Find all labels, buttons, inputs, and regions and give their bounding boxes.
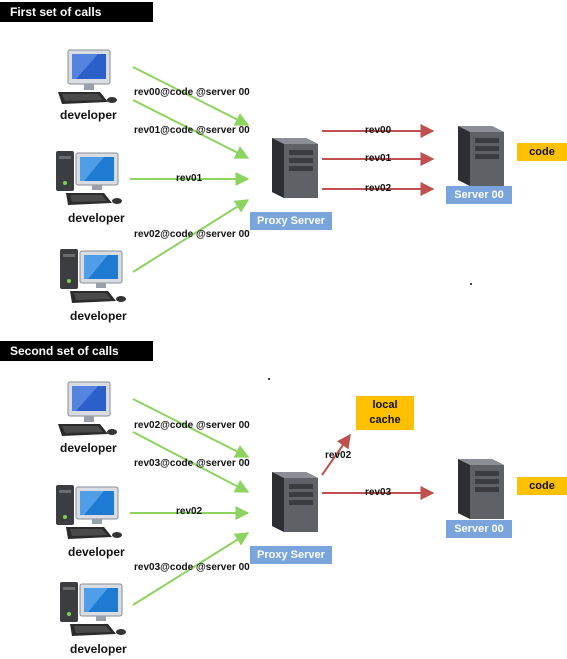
forward-label: rev01 (365, 153, 392, 164)
developer-computer-icon (60, 582, 126, 636)
stray-dot (470, 283, 472, 285)
call-arrow (132, 199, 250, 273)
developer-label: developer (70, 309, 127, 323)
call-arrow (132, 99, 250, 159)
developer-label: developer (60, 108, 117, 122)
code-label: code (517, 477, 567, 495)
server-icon (458, 459, 504, 519)
server-label: Server 00 (446, 186, 512, 204)
call-arrow (132, 532, 250, 606)
forward-label: rev00 (365, 125, 392, 136)
developer-label: developer (68, 211, 125, 225)
developer-label: developer (68, 545, 125, 559)
call-arrow (132, 398, 250, 458)
proxy-server-label: Proxy Server (250, 546, 332, 564)
server-label: Server 00 (446, 520, 512, 538)
call-label: rev01@code @server 00 (134, 125, 250, 136)
proxy-server-icon (272, 138, 318, 198)
call-label: rev03@code @server 00 (134, 562, 250, 573)
section-title: First set of calls (0, 2, 153, 22)
local-cache-label: local cache (356, 396, 414, 430)
developer-computer-icon (56, 485, 122, 539)
cache-arrow (321, 433, 351, 476)
forward-label: rev03 (365, 487, 392, 498)
stray-dot (268, 378, 270, 380)
call-label: rev03@code @server 00 (134, 458, 250, 469)
server-icon (458, 126, 504, 186)
section-title: Second set of calls (0, 341, 153, 361)
forward-label: rev02 (365, 183, 392, 194)
developer-label: developer (70, 642, 127, 656)
call-label: rev01 (176, 173, 203, 184)
developer-computer-icon (56, 151, 122, 205)
developer-computer-icon (58, 381, 117, 436)
proxy-server-icon (272, 472, 318, 532)
call-arrow (132, 66, 250, 126)
cache-forward-label: rev02 (325, 450, 352, 461)
proxy-server-label: Proxy Server (250, 212, 332, 230)
call-arrow (132, 431, 250, 493)
call-label: rev00@code @server 00 (134, 87, 250, 98)
developer-computer-icon (60, 249, 126, 303)
call-label: rev02@code @server 00 (134, 229, 250, 240)
developer-label: developer (60, 441, 117, 455)
code-label: code (517, 143, 567, 161)
call-label: rev02 (176, 506, 203, 517)
call-label: rev02@code @server 00 (134, 420, 250, 431)
developer-computer-icon (58, 49, 117, 104)
